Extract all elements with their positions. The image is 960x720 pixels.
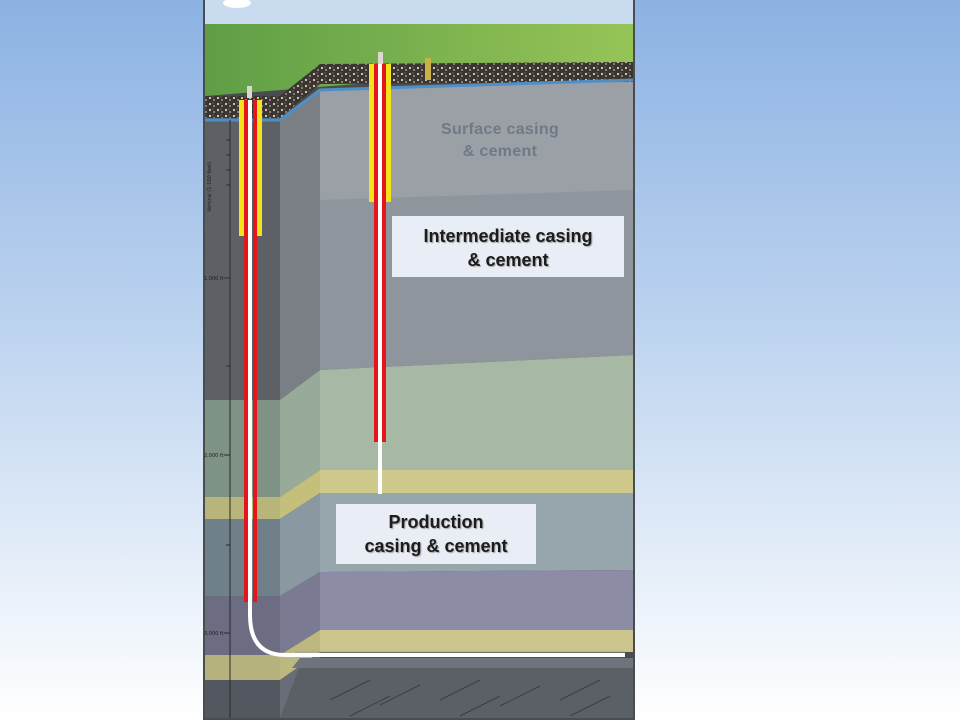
- rock-mid-upper: [280, 90, 320, 400]
- intermediate-label-line-1: Intermediate casing: [423, 226, 593, 246]
- rock-mid-low: [280, 493, 320, 596]
- sand-right-2: [320, 630, 633, 652]
- production-label-line-1: Production: [388, 512, 484, 532]
- rock-left-mid: [205, 400, 280, 497]
- depth-tick-2000: 2,000 ft: [204, 453, 224, 459]
- intermediate-casing-label: Intermediate casing & cement: [392, 216, 624, 277]
- left-well-red-left: [244, 100, 248, 602]
- depth-tick-1000: 1,000 ft: [204, 276, 224, 282]
- sand-right-1: [320, 470, 633, 493]
- rock-left-base: [205, 680, 280, 718]
- sand-mid-1: [280, 470, 320, 519]
- rock-mid-deep: [280, 572, 320, 655]
- surface-label-line-1: Surface casing: [440, 121, 560, 138]
- right-well-red-right: [382, 64, 386, 442]
- rock-right-upper-shade: [320, 80, 633, 200]
- depth-ticks: [224, 139, 230, 634]
- sky-strip: [205, 0, 633, 24]
- left-well-yellow-left: [239, 100, 244, 236]
- target-formation-top: [292, 658, 633, 668]
- depth-tick-3000: 3,000 ft: [204, 631, 224, 637]
- left-well-yellow-right: [257, 100, 262, 236]
- surface-casing-label: Surface casing & cement: [405, 119, 595, 163]
- production-label-line-2: casing & cement: [364, 536, 508, 556]
- surface-label-line-2: & cement: [462, 143, 538, 160]
- rock-right-deep: [320, 570, 633, 630]
- rock-mid-green: [280, 370, 320, 497]
- cloud: [223, 0, 251, 8]
- left-well-wellhead: [247, 86, 252, 98]
- right-well-yellow-left: [369, 64, 374, 202]
- right-well-yellow-right: [386, 64, 391, 202]
- rock-left-deep: [205, 596, 280, 655]
- left-well-red-right: [253, 100, 257, 602]
- intermediate-label-line-2: & cement: [467, 250, 549, 270]
- right-well-bore: [378, 64, 382, 494]
- right-well-wellhead: [378, 52, 383, 64]
- sand-left-1: [205, 497, 280, 519]
- rock-right-green: [320, 355, 633, 470]
- depth-caption: Vertical (1-100 feet): [207, 162, 213, 212]
- surface-fixture: [425, 58, 431, 80]
- right-well-red-left: [374, 64, 378, 442]
- production-casing-label: Production casing & cement: [336, 504, 536, 564]
- formation-hatching: [329, 679, 611, 717]
- rock-left-low: [205, 519, 280, 596]
- sand-left-2: [205, 655, 280, 680]
- left-well-lateral: [248, 100, 625, 657]
- gravel-band: [205, 62, 633, 118]
